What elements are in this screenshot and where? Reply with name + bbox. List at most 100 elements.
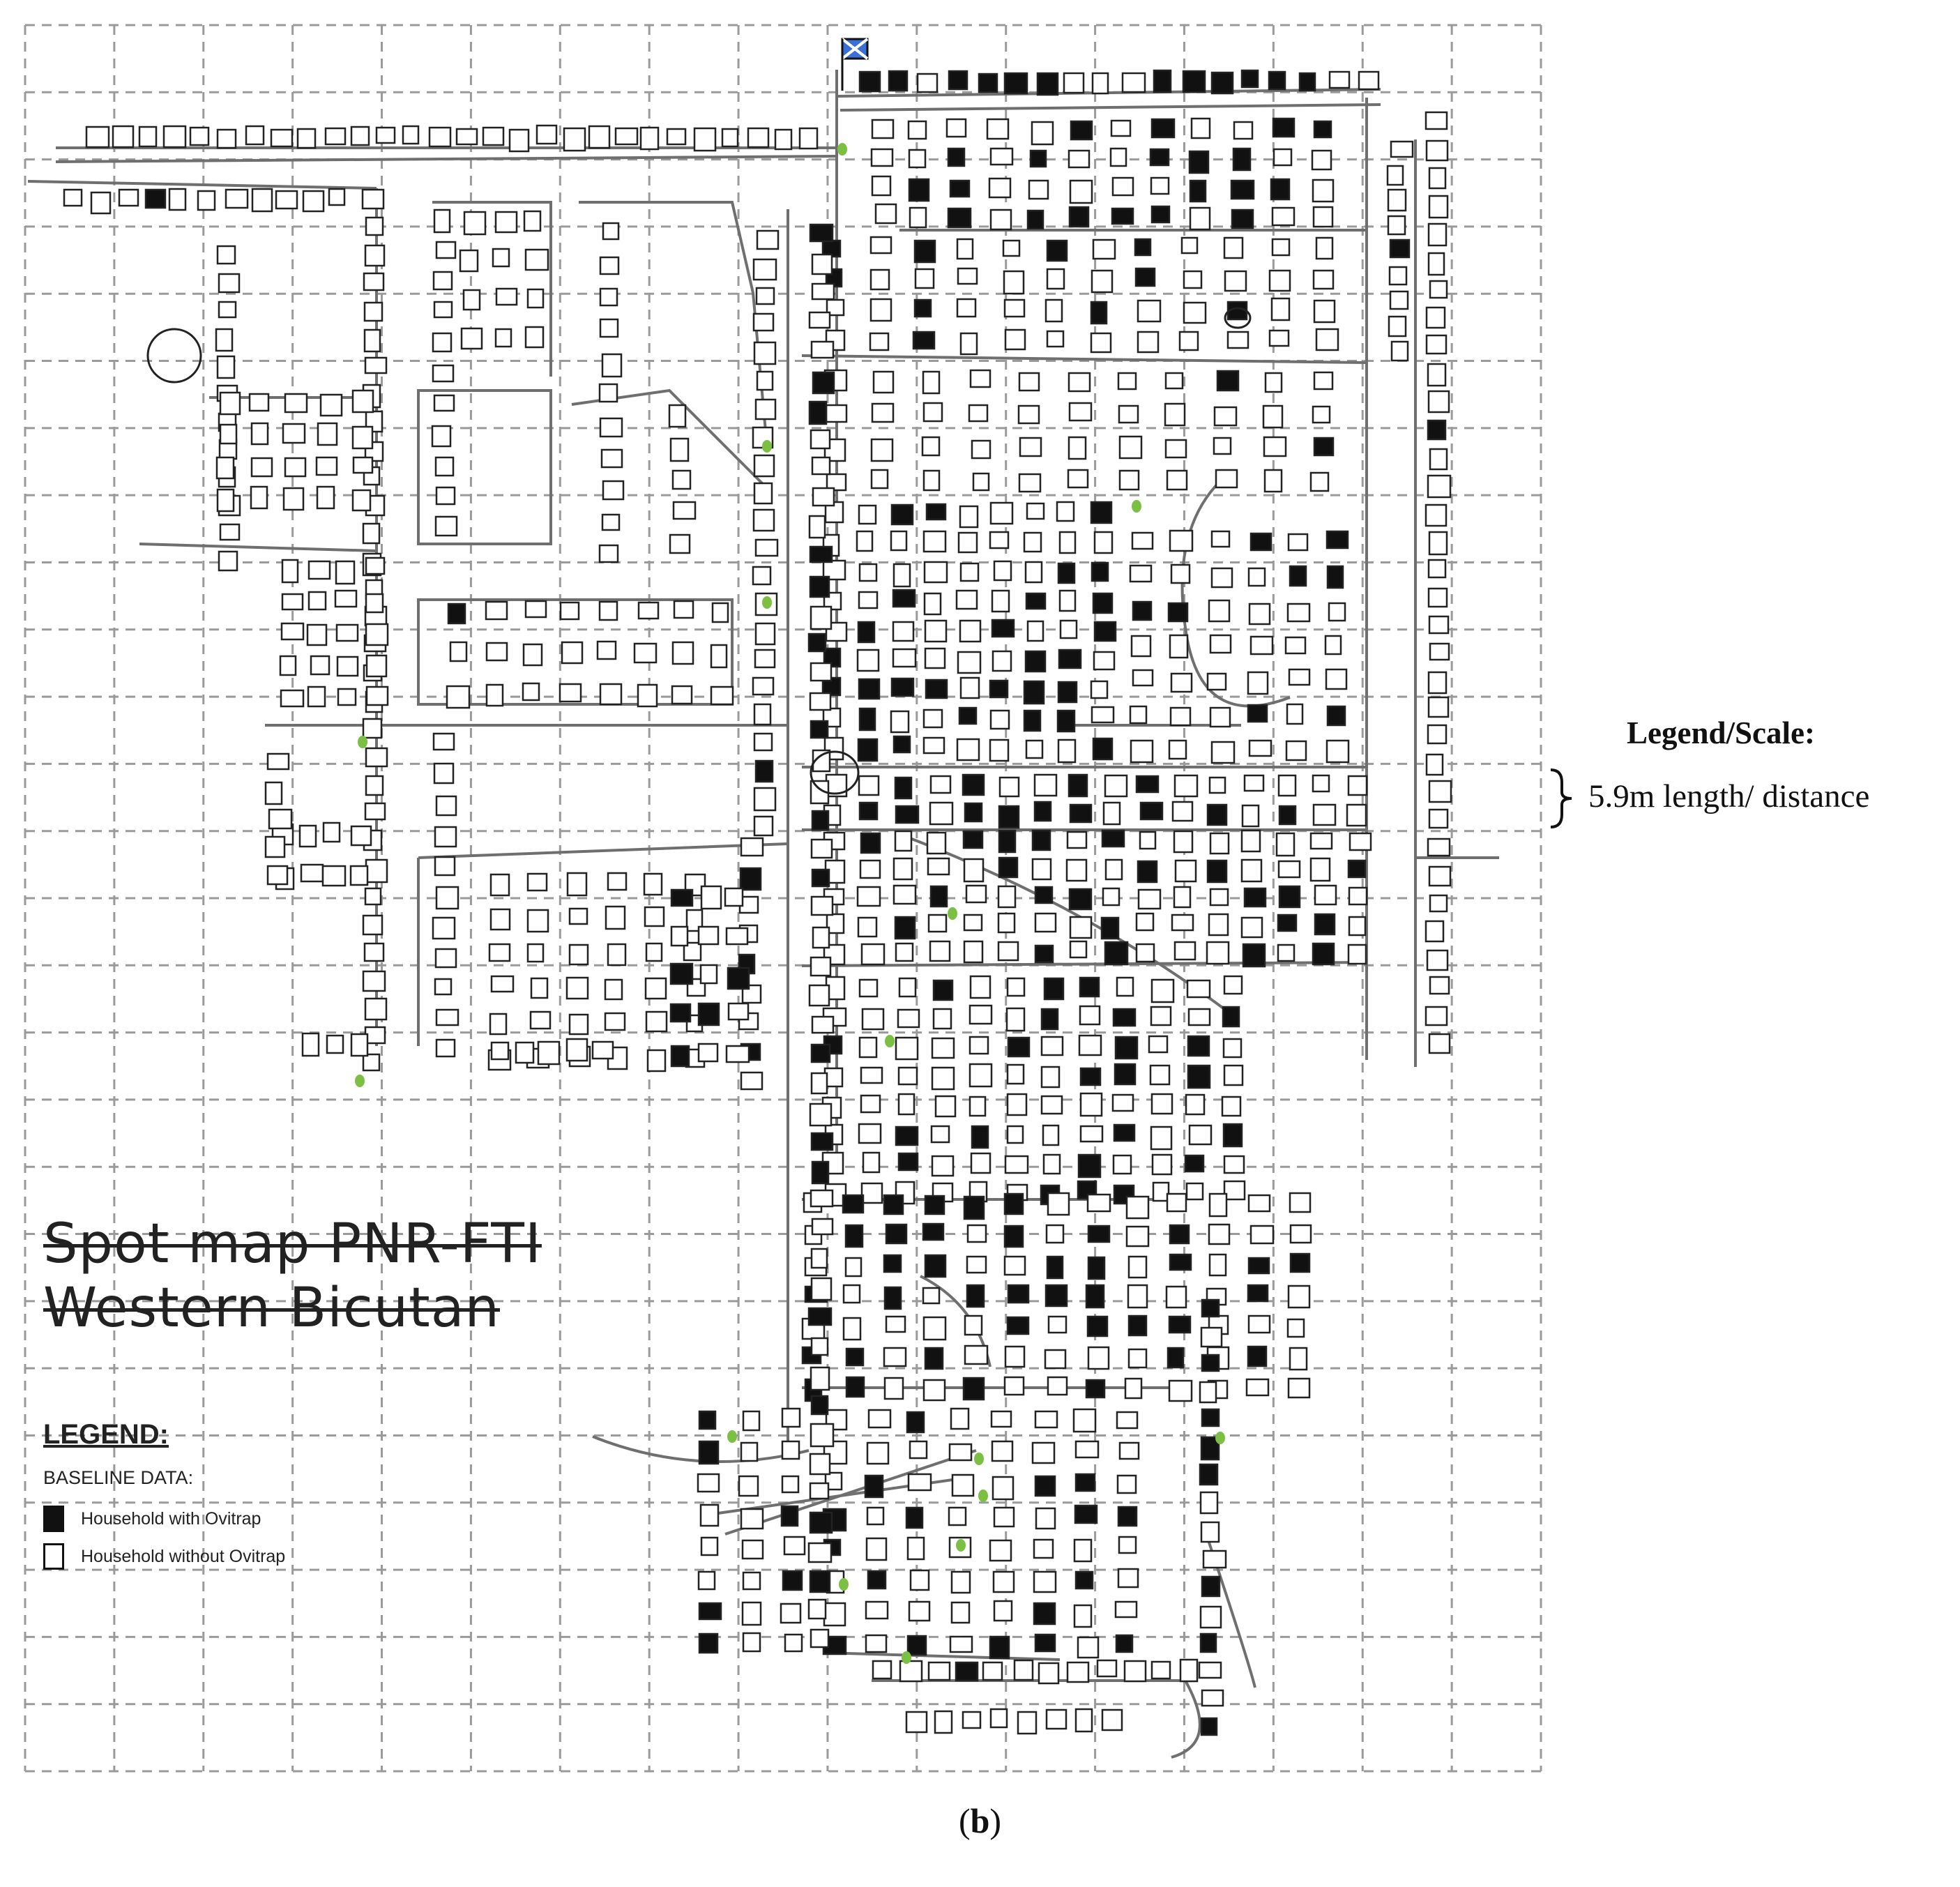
household-without-ovitrap xyxy=(860,1182,883,1204)
household-without-ovitrap xyxy=(897,1066,918,1086)
household-without-ovitrap xyxy=(321,865,347,887)
household-without-ovitrap xyxy=(1040,1066,1061,1089)
household-without-ovitrap xyxy=(508,128,530,153)
household-without-ovitrap xyxy=(362,970,386,992)
household-with-ovitrap xyxy=(809,545,833,563)
household-without-ovitrap xyxy=(959,332,978,356)
household-without-ovitrap xyxy=(1325,739,1350,764)
household-with-ovitrap xyxy=(1092,737,1114,761)
household-without-ovitrap xyxy=(1137,888,1162,910)
household-without-ovitrap xyxy=(432,732,455,751)
household-without-ovitrap xyxy=(1240,858,1263,883)
household-with-ovitrap xyxy=(897,1152,919,1172)
household-with-ovitrap xyxy=(1058,649,1082,669)
legend-item-without-ovitrap: Household without Ovitrap xyxy=(43,1543,285,1570)
household-with-ovitrap xyxy=(780,1505,799,1527)
household-with-ovitrap xyxy=(860,832,881,854)
household-without-ovitrap xyxy=(1247,671,1269,695)
household-without-ovitrap xyxy=(922,1287,941,1305)
household-with-ovitrap xyxy=(958,706,978,725)
household-with-ovitrap xyxy=(1090,501,1113,524)
household-without-ovitrap xyxy=(328,188,346,206)
household-without-ovitrap xyxy=(809,1102,833,1127)
household-with-ovitrap xyxy=(998,805,1020,829)
household-with-ovitrap xyxy=(963,1195,985,1220)
household-without-ovitrap xyxy=(1093,651,1116,671)
household-without-ovitrap xyxy=(699,964,718,985)
household-without-ovitrap xyxy=(1185,1182,1204,1201)
household-without-ovitrap xyxy=(666,128,687,146)
household-without-ovitrap xyxy=(810,429,831,450)
household-without-ovitrap xyxy=(434,515,458,537)
household-without-ovitrap xyxy=(1045,1224,1065,1244)
household-without-ovitrap xyxy=(568,944,589,966)
household-with-ovitrap xyxy=(947,147,966,167)
household-without-ovitrap xyxy=(866,1441,890,1465)
household-without-ovitrap xyxy=(1013,1659,1034,1681)
household-without-ovitrap xyxy=(535,124,558,145)
household-without-ovitrap xyxy=(1150,1093,1173,1115)
household-with-ovitrap xyxy=(857,621,876,644)
household-without-ovitrap xyxy=(992,1476,1015,1501)
household-without-ovitrap xyxy=(1247,1194,1271,1213)
household-without-ovitrap xyxy=(362,914,383,936)
household-without-ovitrap xyxy=(1286,1318,1305,1338)
legend-subheading: BASELINE DATA: xyxy=(43,1467,194,1488)
household-without-ovitrap xyxy=(957,651,982,674)
household-with-ovitrap xyxy=(1247,1257,1270,1275)
road xyxy=(801,354,1367,364)
household-without-ovitrap xyxy=(693,127,717,152)
household-without-ovitrap xyxy=(1003,1376,1025,1396)
household-with-ovitrap xyxy=(845,1376,865,1398)
household-without-ovitrap xyxy=(1066,1661,1090,1683)
household-without-ovitrap xyxy=(599,256,620,275)
household-with-ovitrap xyxy=(883,1194,904,1215)
household-without-ovitrap xyxy=(1349,832,1372,851)
road xyxy=(418,842,789,859)
household-without-ovitrap xyxy=(216,128,237,149)
household-without-ovitrap xyxy=(268,808,293,830)
household-without-ovitrap xyxy=(922,708,943,729)
household-with-ovitrap xyxy=(1026,209,1044,230)
household-without-ovitrap xyxy=(599,683,623,706)
household-without-ovitrap xyxy=(1035,1507,1056,1530)
household-without-ovitrap xyxy=(433,209,451,234)
map-title-line-1: Spot map PNR-FTI xyxy=(43,1213,542,1275)
household-with-ovitrap xyxy=(669,1003,692,1023)
household-without-ovitrap xyxy=(810,1423,835,1448)
household-without-ovitrap xyxy=(488,943,511,962)
household-without-ovitrap xyxy=(435,1038,456,1058)
household-without-ovitrap xyxy=(752,676,775,696)
household-with-ovitrap xyxy=(1184,1154,1205,1173)
household-without-ovitrap xyxy=(1427,252,1445,276)
household-without-ovitrap xyxy=(1187,1008,1211,1026)
household-without-ovitrap xyxy=(924,619,948,643)
household-with-ovitrap xyxy=(857,738,879,762)
household-without-ovitrap xyxy=(811,253,833,275)
road xyxy=(139,543,377,552)
household-without-ovitrap xyxy=(435,1008,459,1026)
tree-icon xyxy=(762,440,772,453)
household-without-ovitrap xyxy=(596,640,617,660)
household-without-ovitrap xyxy=(1429,976,1450,995)
household-without-ovitrap xyxy=(432,364,455,383)
household-without-ovitrap xyxy=(449,641,468,662)
household-without-ovitrap xyxy=(669,533,691,554)
household-without-ovitrap xyxy=(1164,372,1184,390)
road xyxy=(822,1651,1061,1661)
household-without-ovitrap xyxy=(362,718,383,739)
household-without-ovitrap xyxy=(322,821,341,843)
caption-open: ( xyxy=(958,1801,971,1840)
household-without-ovitrap xyxy=(811,1218,834,1236)
household-without-ovitrap xyxy=(963,940,984,964)
household-with-ovitrap xyxy=(1040,1008,1059,1031)
figure-caption: (b) xyxy=(0,1801,1960,1841)
household-with-ovitrap xyxy=(1169,1224,1190,1245)
household-without-ovitrap xyxy=(1023,531,1042,553)
household-without-ovitrap xyxy=(968,1004,993,1025)
household-without-ovitrap xyxy=(1315,236,1334,260)
household-without-ovitrap xyxy=(807,1542,833,1563)
household-without-ovitrap xyxy=(869,236,892,255)
household-without-ovitrap xyxy=(1003,298,1026,318)
household-without-ovitrap xyxy=(905,1711,928,1734)
